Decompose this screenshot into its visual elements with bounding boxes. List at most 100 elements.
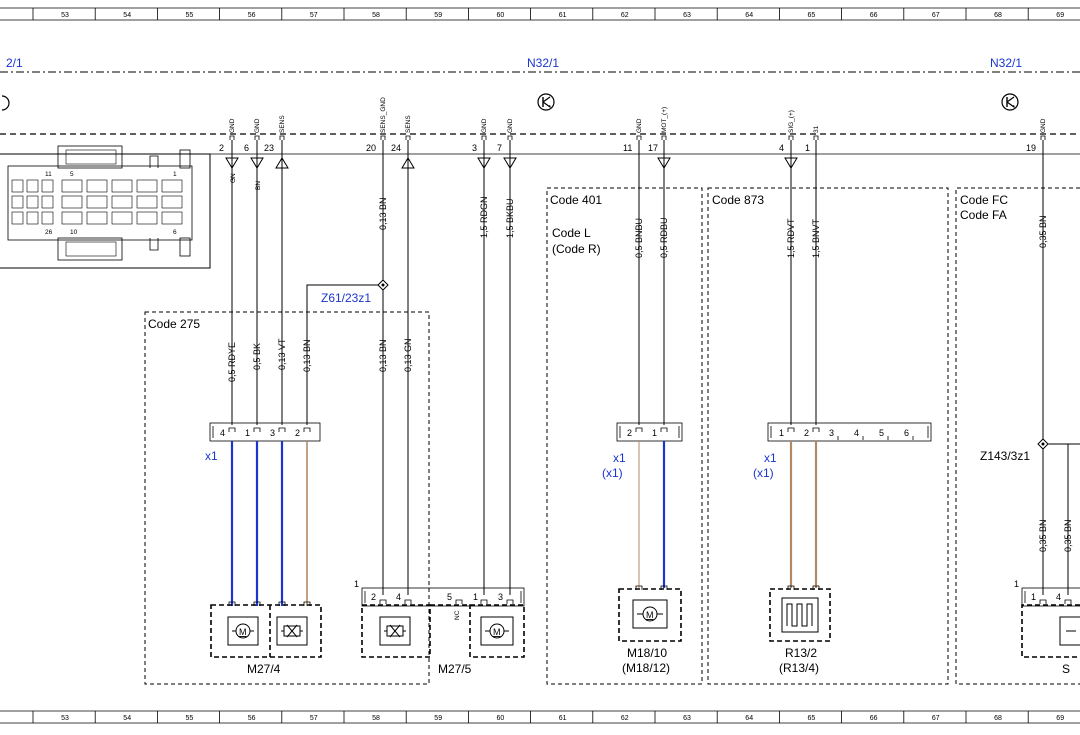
ecu-pin-cell — [161, 179, 183, 193]
ecu-signal-labels: GND GND SENS SENS_GND SENS GND GND GND M… — [229, 97, 1047, 133]
m275-pin-1: 1 — [473, 592, 478, 602]
r13-pin-1: 1 — [779, 428, 784, 438]
top-grid-column-54: 54 — [123, 12, 131, 19]
m18-x1-paren-label: (x1) — [602, 466, 623, 480]
top-grid-column-68: 68 — [994, 12, 1002, 19]
ecu-pin-cell — [11, 211, 24, 225]
signal-s24: SENS — [405, 115, 412, 133]
motor-letter: M — [646, 610, 654, 620]
bottom-grid-column-63: 63 — [683, 715, 691, 722]
splice-z61-label: Z61/23z1 — [321, 291, 371, 305]
wire-15bnvt: 1,5 BNVT — [811, 218, 821, 258]
sensor-icon — [384, 624, 406, 638]
section-label-center: N32/1 — [527, 56, 559, 70]
pin-6: 6 — [244, 143, 249, 153]
wire-15rdgn: 1,5 RDGN — [479, 196, 489, 238]
section-label-left: 2/1 — [6, 56, 23, 70]
wire-labels: GN BN 0,13 BN 1,5 RDGN 1,5 BKBU 0,5 BNBU… — [227, 173, 1073, 552]
bottom-grid-column-54: 54 — [123, 715, 131, 722]
bottom-grid-column-62: 62 — [621, 715, 629, 722]
top-grid-column-60: 60 — [497, 12, 505, 19]
splice-z61: Z61/23z1 — [321, 279, 389, 305]
code-873-box: Code 873 — [707, 187, 949, 685]
wire-direction-symbols — [225, 157, 798, 169]
wire-05bnbu: 0,5 BNBU — [634, 218, 644, 258]
ecu-pin-11: 11 — [45, 171, 52, 178]
component-s-label: S — [1062, 662, 1070, 676]
component-m1812-label: (M18/12) — [622, 661, 670, 675]
ecu-pin-cell — [11, 179, 24, 193]
r13-pin-3: 3 — [829, 428, 834, 438]
ground-symbol-right — [1001, 93, 1019, 111]
heater-icon — [786, 603, 813, 627]
r13-x1-paren-label: (x1) — [753, 466, 774, 480]
ecu-pin-cell — [26, 179, 39, 193]
top-grid-column-67: 67 — [932, 12, 940, 19]
ecu-pin-cell — [86, 211, 108, 225]
signal-s4: SIG_(+) — [788, 110, 795, 133]
pin-23: 23 — [264, 143, 274, 153]
ecu-pin-cell — [11, 195, 24, 209]
connector-m274: 4 1 3 2 x1 — [205, 422, 321, 463]
sensor-icon — [281, 624, 303, 638]
signal-s2: GND — [229, 118, 236, 133]
s-corner-pin: 1 — [1014, 579, 1019, 589]
section-line-n32: 2/1 N32/1 N32/1 — [0, 56, 1080, 73]
bottom-grid-column-58: 58 — [372, 715, 380, 722]
motor-letter: M — [239, 627, 247, 637]
pin-1: 1 — [805, 143, 810, 153]
top-grid-column-69: 69 — [1056, 12, 1064, 19]
pin-24: 24 — [391, 143, 401, 153]
wire-035bn-a: 0,35 BN — [1038, 519, 1048, 552]
wire-05rdbu: 0,5 RDBU — [659, 217, 669, 258]
code-fc-box: Code FC Code FA — [955, 187, 1080, 685]
ecu-pin-cell — [136, 179, 158, 193]
motor-icon: M — [232, 623, 254, 639]
r13-pin-4: 4 — [854, 428, 859, 438]
ecu-pin-5: 5 — [70, 171, 74, 178]
ecu-pin-cell — [61, 211, 83, 225]
pin-19: 19 — [1026, 143, 1036, 153]
signal-s7: GND — [507, 118, 514, 133]
pin-3: 3 — [472, 143, 477, 153]
signal-s23: SENS — [279, 115, 286, 133]
wire-05rdye: 0,5 RDYE — [227, 342, 237, 382]
m275-pin-4: 4 — [396, 592, 401, 602]
component-m1810-label: M18/10 — [627, 646, 667, 660]
component-s-right: 1 1 4 S — [1014, 579, 1080, 676]
component-m275-label: M27/5 — [438, 662, 472, 676]
ecu-pin-cell — [86, 195, 108, 209]
ground-symbol-left — [1, 95, 10, 111]
m18-pin-1: 1 — [652, 428, 657, 438]
wire-013bn-top: 0,13 BN — [378, 197, 388, 230]
top-grid-column-64: 64 — [745, 12, 753, 19]
black-wires — [231, 140, 1080, 595]
wire-15rdvt: 1,5 RDVT — [786, 218, 796, 258]
top-grid-column-56: 56 — [248, 12, 256, 19]
strip-pin-ticks — [228, 427, 914, 440]
code-l-label: Code L — [552, 226, 591, 240]
ecu-pin-10: 10 — [70, 229, 78, 236]
pin-4: 4 — [779, 143, 784, 153]
r13-pin-5: 5 — [879, 428, 884, 438]
component-r132-label: R13/2 — [785, 646, 817, 660]
ecu-pin-cell — [61, 179, 83, 193]
r13-pin-6: 6 — [904, 428, 909, 438]
signal-s11: GND — [636, 118, 643, 133]
bottom-grid-column-53: 53 — [61, 715, 69, 722]
connector-m18: 2 1 x1 (x1) — [602, 422, 683, 480]
pin-11: 11 — [623, 143, 632, 153]
pin-ticks — [229, 135, 1046, 140]
m275-pin-5: 5 — [447, 592, 452, 602]
component-m275: 1 2 4 5 1 3 NC M M27/5 — [354, 579, 525, 676]
top-grid-column-57: 57 — [310, 12, 318, 19]
signal-s1: 31 — [813, 125, 820, 133]
component-m1810: M M18/10 (M18/12) — [618, 585, 682, 675]
m274-pin-4: 4 — [220, 428, 225, 438]
motor-icon: M — [485, 623, 509, 639]
pin-2: 2 — [219, 143, 224, 153]
m18-pin-2: 2 — [627, 428, 632, 438]
splice-z143-label: Z143/3z1 — [980, 449, 1030, 463]
ecu-pin-6: 6 — [173, 229, 177, 236]
ecu-pin-cell — [111, 195, 133, 209]
